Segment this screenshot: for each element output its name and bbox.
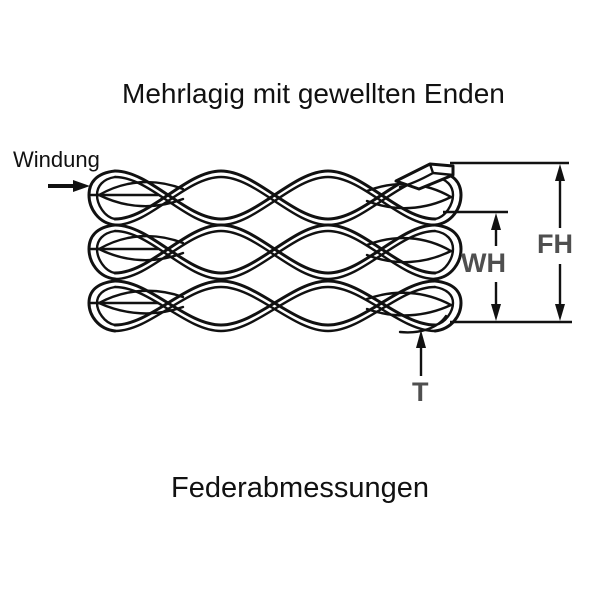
- spring-turn-middle: [87, 223, 463, 281]
- windung-pointer-arrow: [48, 180, 90, 192]
- diagram-caption: Federabmessungen: [171, 472, 429, 504]
- left-end-loop: [87, 169, 117, 227]
- spring-turn-bottom: [87, 279, 463, 334]
- spring-drawing: [87, 162, 463, 334]
- bottom-end-tail: [398, 314, 448, 334]
- fh-dimension-arrow: [555, 164, 565, 321]
- wh-dimension-arrow: [491, 213, 501, 321]
- dimension-lines: [48, 161, 572, 376]
- wh-label: WH: [461, 248, 506, 278]
- fh-label: FH: [537, 229, 573, 259]
- right-end-loop: [433, 223, 463, 281]
- left-end-loop: [87, 223, 117, 281]
- t-dimension-arrow: [416, 330, 426, 376]
- left-end-loop: [87, 279, 117, 333]
- t-label: T: [412, 377, 429, 407]
- windung-label: Windung: [13, 147, 100, 172]
- shim-end-tab: [394, 162, 455, 191]
- right-end-loop: [433, 279, 463, 333]
- diagram-title: Mehrlagig mit gewellten Enden: [122, 78, 505, 109]
